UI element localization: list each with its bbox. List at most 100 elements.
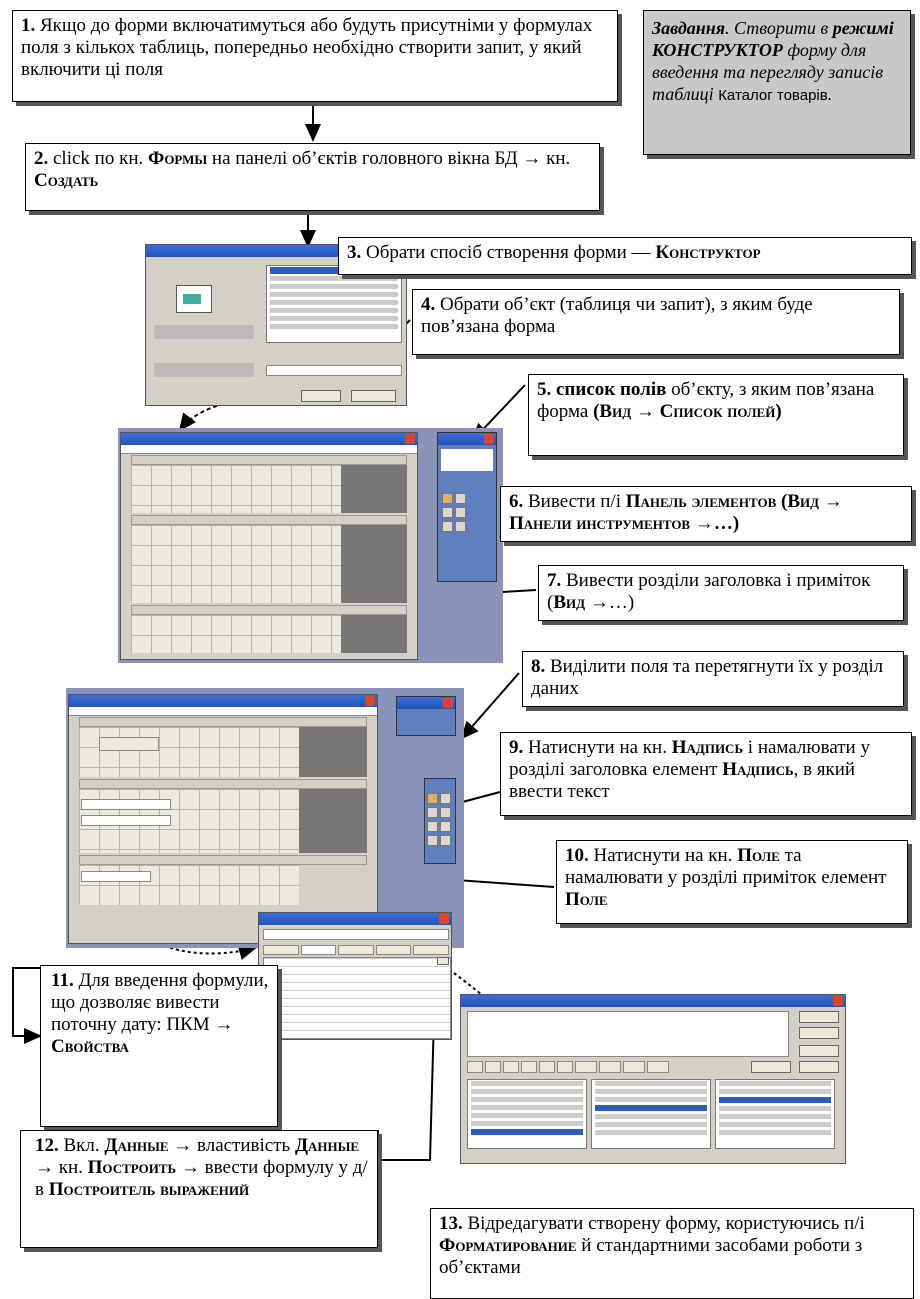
task-text6: .: [827, 84, 833, 104]
builder-help-button[interactable]: [799, 1061, 839, 1073]
step-1-box: 1. Якщо до форми включатимуться або буду…: [12, 10, 618, 102]
detail-band: [131, 515, 407, 525]
expression-field[interactable]: [467, 1011, 789, 1057]
tool-icon[interactable]: [427, 835, 438, 846]
textbox-tool-icon[interactable]: [427, 821, 438, 832]
form-type-list[interactable]: [266, 265, 402, 343]
close-icon[interactable]: [833, 996, 843, 1006]
tool-icon[interactable]: [455, 507, 466, 518]
step-5-b2: (Вид → Список полей): [593, 401, 782, 422]
properties-combo[interactable]: [263, 929, 449, 940]
field-2[interactable]: [81, 815, 171, 826]
dialog-description: [154, 325, 254, 339]
step-9-b1: Надпись: [671, 737, 744, 758]
close-icon[interactable]: [443, 698, 453, 708]
footer-band: [79, 855, 367, 865]
label-tool-icon[interactable]: [442, 493, 453, 504]
operator-buttons: [467, 1061, 707, 1073]
task-title: Завдання: [652, 18, 726, 38]
functions-list[interactable]: [715, 1079, 835, 1149]
step-11-pre: Для введення формули, що дозволяє вивест…: [51, 970, 269, 1035]
step-6-num: 6.: [509, 491, 524, 512]
step-11-box: 11. Для введення формули, що дозволяє ви…: [40, 965, 278, 1127]
textbox-tool-icon[interactable]: [455, 493, 466, 504]
tool-icon[interactable]: [427, 807, 438, 818]
step-2-mid: на панелі об’єктів головного вікна БД → …: [211, 148, 571, 169]
task-text3: КОНСТРУКТОР: [652, 40, 783, 60]
ruler: [69, 707, 377, 716]
field-list-1[interactable]: [441, 449, 493, 471]
task-text2: режимі: [832, 18, 894, 38]
tool-icon[interactable]: [440, 793, 451, 804]
step-1-text: Якщо до форми включатимуться або будуть …: [21, 15, 593, 80]
close-icon[interactable]: [405, 434, 415, 444]
footer-grid: [131, 615, 341, 653]
tab[interactable]: [263, 945, 299, 955]
build-button[interactable]: [437, 957, 449, 965]
step-7-b1: Вид: [553, 592, 586, 613]
source-combo[interactable]: [266, 365, 402, 376]
source-label: [154, 363, 254, 377]
step-1-num: 1.: [21, 15, 36, 36]
step-10-mid: та намалювати у розділі приміток елемент: [565, 845, 887, 888]
properties-tabs: [263, 945, 449, 955]
close-icon[interactable]: [365, 696, 375, 706]
step-11-num: 11.: [51, 970, 74, 991]
step-8-box: 8. Виділити поля та перетягнути їх у роз…: [522, 651, 904, 707]
step-9-post: , в який ввести текст: [509, 759, 856, 802]
label-tool-icon[interactable]: [427, 793, 438, 804]
categories-list[interactable]: [591, 1079, 711, 1149]
step-7-pre: Вивести розділи заголовка і приміток (: [547, 570, 871, 613]
step-3-box: 3. Обрати спосіб створення форми — Конст…: [338, 237, 912, 275]
tool-icon[interactable]: [440, 821, 451, 832]
step-12-b4: Построитель выражений: [48, 1179, 250, 1200]
task-text5: Каталог товарів: [718, 87, 828, 104]
tool-icon[interactable]: [455, 521, 466, 532]
close-icon[interactable]: [484, 434, 494, 444]
cancel-button[interactable]: [351, 390, 396, 402]
step-12-b1: Данные: [104, 1135, 169, 1156]
properties-grid[interactable]: [263, 957, 451, 1039]
step-13-box: 13. Відредагувати створену форму, корист…: [430, 1208, 914, 1299]
builder-titlebar: [461, 995, 845, 1007]
step-2-num: 2.: [34, 148, 49, 169]
field-list-2: [396, 696, 456, 736]
step-7-box: 7. Вивести розділи заголовка і приміток …: [538, 565, 904, 621]
footer-field[interactable]: [81, 871, 151, 882]
footer-band: [131, 605, 407, 615]
detail-grid: [131, 525, 341, 603]
paste-button[interactable]: [751, 1061, 791, 1073]
builder-ok-button[interactable]: [799, 1011, 839, 1023]
task-text4: формy для введення та перегляду записів …: [652, 40, 884, 104]
tool-icon[interactable]: [440, 835, 451, 846]
tab[interactable]: [375, 945, 412, 955]
tab-data[interactable]: [300, 945, 337, 955]
step-12-b2: Данные: [294, 1135, 360, 1156]
tab[interactable]: [338, 945, 374, 955]
step-3-num: 3.: [347, 242, 362, 263]
step-3-pre: Обрати спосіб створення форми —: [366, 242, 651, 263]
form1-titlebar: [121, 433, 417, 445]
step-6-b2: (Вид → Панели инструментов →…): [509, 491, 843, 534]
header-label[interactable]: [99, 737, 159, 751]
builder-cancel-button[interactable]: [799, 1027, 839, 1039]
step-2-box: 2. click по кн. Формы на панелі об’єктів…: [25, 143, 600, 211]
task-box: Завдання. Створити в режимі КОНСТРУКТОР …: [643, 10, 911, 155]
tool-icon[interactable]: [440, 807, 451, 818]
tool-icon[interactable]: [442, 521, 453, 532]
step-13-post: й стандартними засобами роботи з об’єкта…: [439, 1235, 863, 1278]
close-icon[interactable]: [439, 914, 449, 924]
step-5-b1: список полів: [556, 379, 667, 400]
field-1[interactable]: [81, 799, 171, 810]
step-9-mid: і намалювати у розділі заголовка елемент: [509, 737, 870, 780]
tool-icon[interactable]: [442, 507, 453, 518]
folders-list[interactable]: [467, 1079, 587, 1149]
ok-button[interactable]: [301, 390, 341, 402]
step-13-text: Відредагувати створену форму, користуючи…: [467, 1213, 865, 1234]
detail-dark: [299, 789, 367, 853]
builder-undo-button[interactable]: [799, 1045, 839, 1057]
step-10-pre: Натиснути на кн.: [593, 845, 733, 866]
properties-window: [258, 912, 452, 1040]
tab[interactable]: [413, 945, 449, 955]
step-12-pre: Вкл.: [63, 1135, 100, 1156]
